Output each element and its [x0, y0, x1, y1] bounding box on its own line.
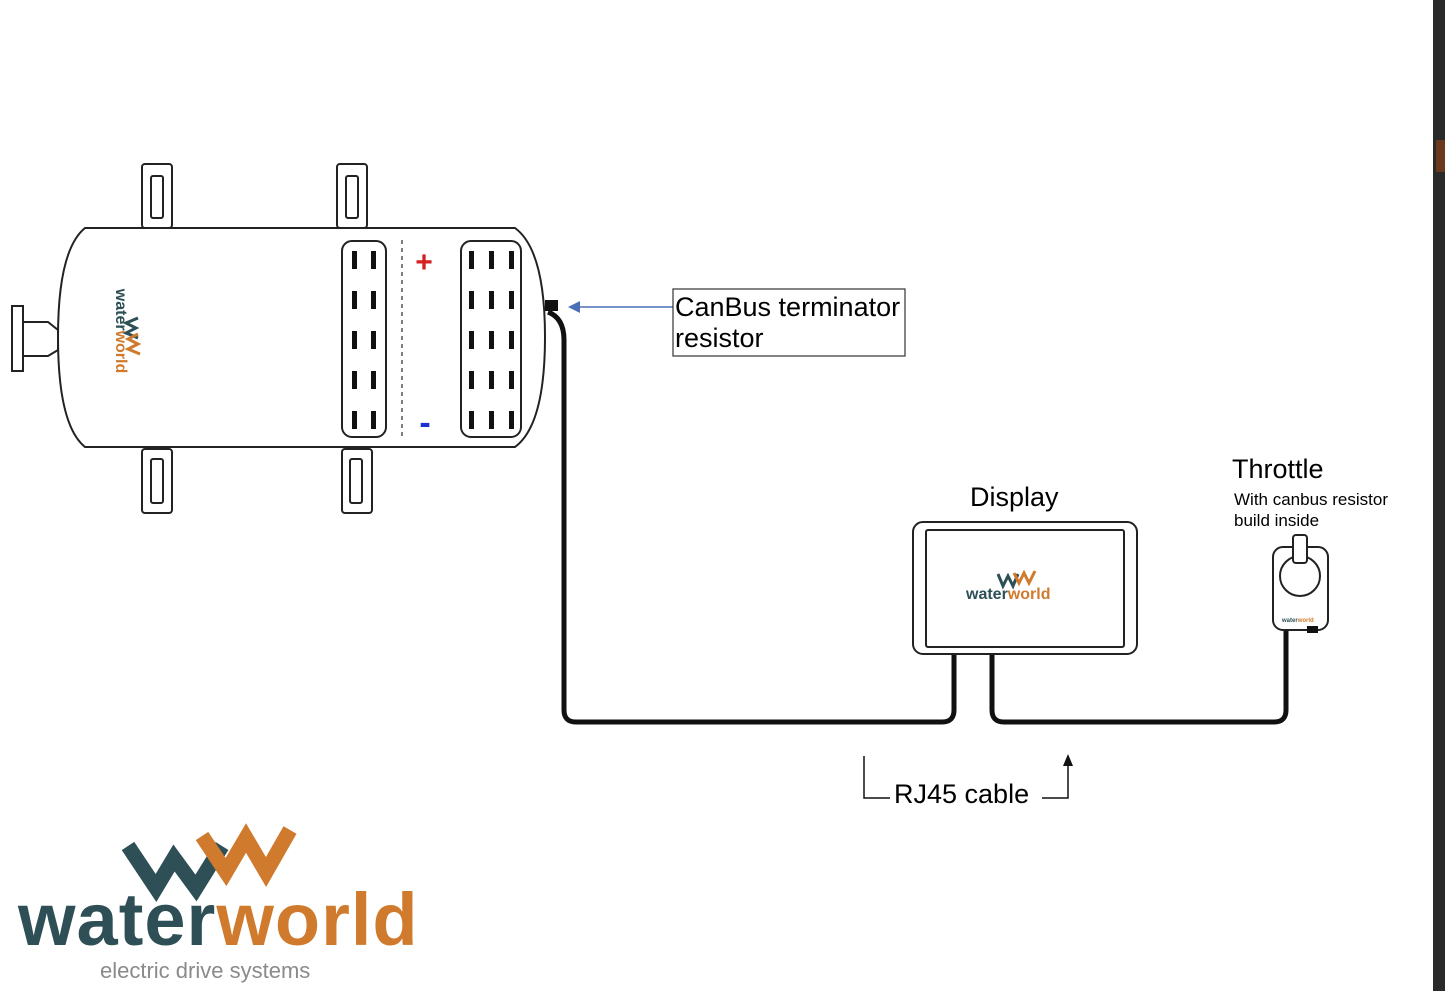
window-edge-bar	[1433, 0, 1445, 991]
plus-sign: +	[415, 246, 433, 279]
window-edge-accent	[1436, 140, 1445, 172]
brand-logo-mark	[121, 823, 297, 903]
rj45-cable-motor	[546, 309, 957, 725]
motor-housing	[56, 227, 547, 448]
throttle-label: Throttle	[1232, 454, 1324, 484]
motor-controller: + -	[11, 163, 558, 514]
rj45-cable-throttle	[989, 630, 1289, 725]
motor-logo-mark	[122, 316, 142, 356]
canbus-terminator	[545, 300, 558, 311]
display-label: Display	[970, 482, 1059, 512]
terminal-block-left	[341, 240, 387, 438]
display-logo: waterworld	[966, 586, 1051, 603]
motor-shaft	[11, 305, 24, 372]
throttle-note: With canbus resistor build inside	[1234, 490, 1388, 530]
cable-bracket-right	[1042, 760, 1069, 799]
motor-logo: waterworld	[112, 288, 130, 374]
canbus-terminator-label: CanBus terminator resistor	[675, 292, 901, 353]
brand-wordmark: waterworld	[18, 878, 419, 961]
rj45-cable-label: RJ45 cable	[894, 779, 1030, 809]
minus-sign: -	[419, 404, 430, 442]
brand-tagline: electric drive systems	[100, 958, 311, 983]
display-unit	[912, 521, 1138, 655]
throttle-unit	[1272, 534, 1329, 633]
canbus-label-box	[672, 288, 906, 357]
throttle-logo: waterworld	[1282, 618, 1314, 624]
cable-bracket-left	[863, 756, 890, 799]
